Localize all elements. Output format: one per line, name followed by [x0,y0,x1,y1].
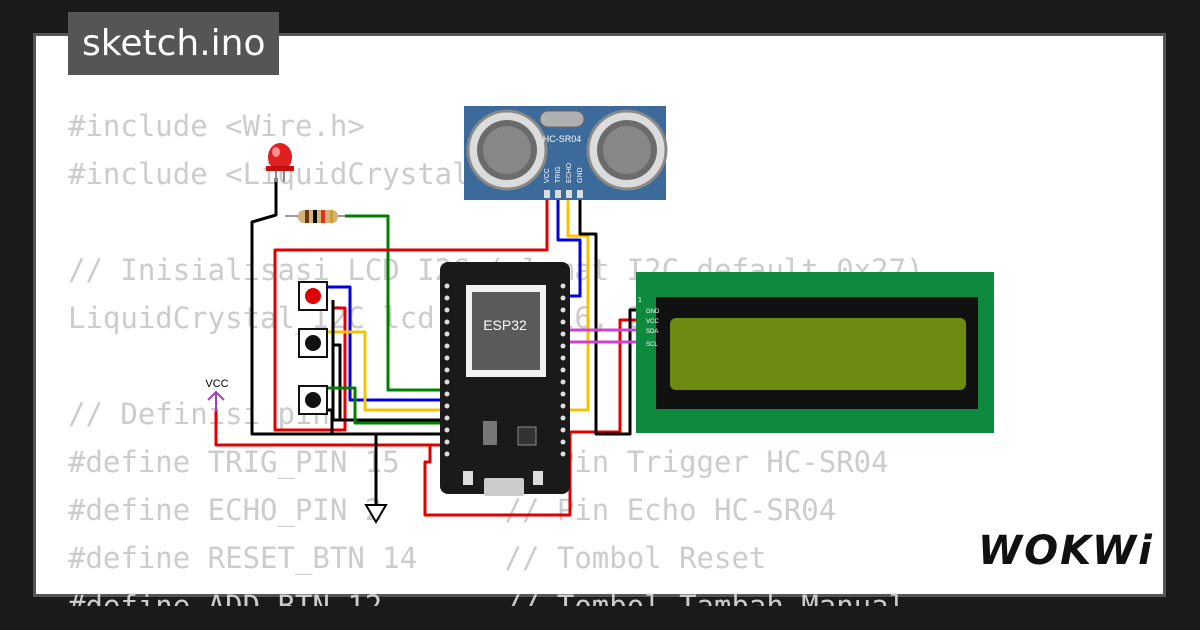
ground-symbol [364,504,388,524]
lcd-pin-vcc: VCC [646,319,659,325]
wire-green-led[interactable] [345,214,445,392]
code-line: #define TRIG_PIN 15 // Pin Trigger HC-SR… [68,445,889,479]
file-tab[interactable]: sketch.ino [68,12,280,75]
wire-blue-trig[interactable] [556,196,582,298]
wire-red-vcc2[interactable] [214,410,445,447]
pushbutton-red[interactable] [298,281,328,311]
wire-black-btn2[interactable] [332,343,342,420]
lcd-pin-gnd: GND [646,309,660,315]
red-led[interactable] [266,143,294,182]
wokwi-logo: WOKWi [978,528,1154,574]
ultrasonic-sensor[interactable]: HC-SR04 VCC TRIG ECHO GND [464,106,668,200]
code-line: #include <Wire.h> [68,109,365,143]
lcd-display[interactable]: 1 GND VCC SDA SCL [636,272,994,433]
wire-blue-btn[interactable] [325,285,445,402]
sensor-pin-vcc: VCC [544,168,551,183]
sensor-label: HC-SR04 [543,134,582,144]
lcd-pin-sda: SDA [646,329,658,335]
wire-yellow-btn[interactable] [325,330,445,412]
lcd-pin-marker: 1 [638,297,642,304]
esp32-pins-left [444,283,450,457]
pushbutton-black-2[interactable] [298,385,328,415]
vcc-label: VCC [205,378,228,390]
vcc-symbol: VCC [205,378,229,412]
lcd-pin-scl: SCL [646,342,658,348]
sensor-pin-gnd: GND [577,167,584,183]
wire-green-btn[interactable] [325,386,445,425]
esp32-board[interactable]: ESP32 [440,262,570,496]
esp32-label: ESP32 [483,317,527,333]
wire-black-led[interactable] [250,178,440,436]
wire-red-lcd[interactable] [423,318,640,517]
code-line: #define ADD_BTN 12 // Tombol Tambah Manu… [68,589,907,623]
wire-yellow-echo[interactable] [560,196,590,412]
sensor-pin-trig: TRIG [555,166,562,183]
code-line: #define ECHO_PIN 2 // Pin Echo HC-SR04 [68,493,837,527]
wire-red-vcc[interactable] [273,196,549,432]
code-line: #define RESET_BTN 14 // Tombol Reset [68,541,767,575]
wire-black-gnd[interactable] [578,196,640,436]
sensor-pin-echo: ECHO [566,162,573,183]
pushbutton-black-1[interactable] [298,328,328,358]
esp32-pins-right [560,283,566,457]
resistor[interactable] [285,210,345,223]
